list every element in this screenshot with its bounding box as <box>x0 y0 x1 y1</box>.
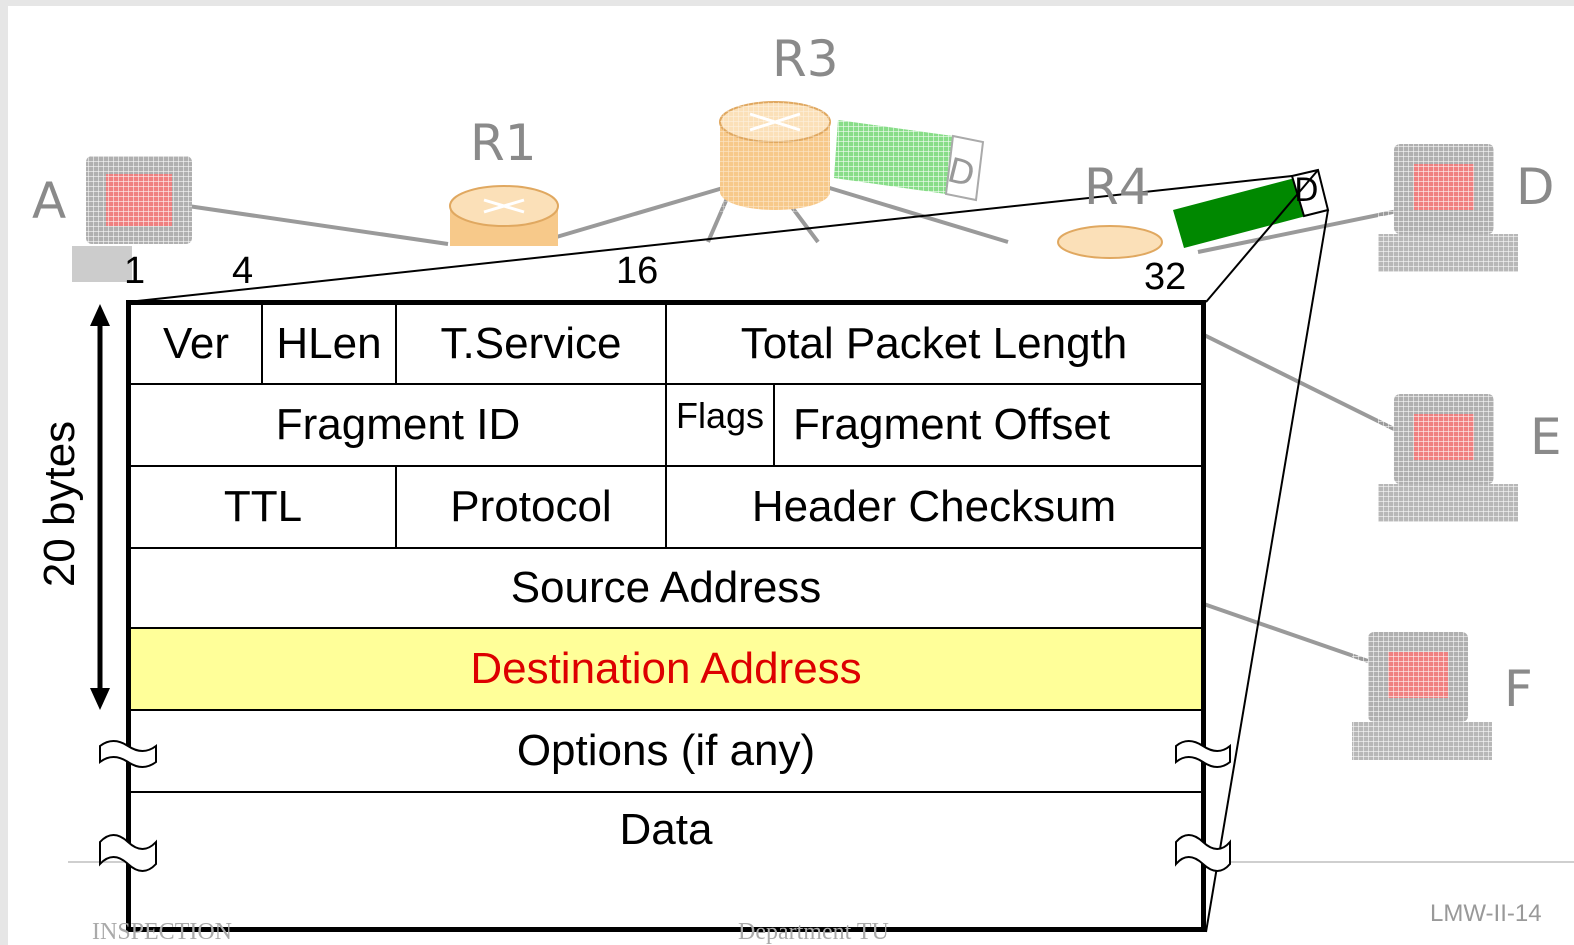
bit-position-1: 1 <box>124 250 146 292</box>
field-flags: Flags <box>667 385 775 467</box>
field-total-length: Total Packet Length <box>667 305 1201 385</box>
host-f-label: F <box>1504 660 1533 718</box>
field-header-checksum: Header Checksum <box>667 467 1201 549</box>
bit-position-4: 4 <box>232 250 254 292</box>
router-r1-label: R1 <box>470 114 537 172</box>
size-arrow <box>90 304 110 710</box>
host-e-computer-icon <box>1378 394 1518 522</box>
bit-position-16: 16 <box>616 250 659 292</box>
router-r4-label: R4 <box>1084 158 1151 216</box>
slide: A R1 R3 R4 D E F D D 1 4 16 32 20 bytes … <box>8 6 1574 945</box>
faded-packet-icon <box>834 120 985 202</box>
field-data: Data <box>619 805 713 854</box>
host-e-label: E <box>1530 408 1562 466</box>
router-r3-icon <box>719 101 831 212</box>
field-type-of-service: T.Service <box>397 305 667 385</box>
host-d-computer-icon <box>1378 144 1518 272</box>
packet-tag: D <box>1294 171 1319 209</box>
field-fragment-id: Fragment ID <box>131 385 667 467</box>
router-r3-label: R3 <box>772 30 839 88</box>
ip-header-table: Ver HLen T.Service Total Packet Length F… <box>126 300 1206 932</box>
network-background <box>68 101 1574 933</box>
field-destination-address: Destination Address <box>131 629 1201 711</box>
field-ttl: TTL <box>131 467 397 549</box>
field-version: Ver <box>131 305 263 385</box>
break-mark-left-data <box>99 834 157 872</box>
host-d-label: D <box>1516 158 1555 216</box>
break-mark-right-options <box>1175 740 1231 768</box>
slide-code: LMW-II-14 <box>1430 900 1542 927</box>
break-mark-left-options <box>99 740 157 768</box>
break-mark-right-data <box>1175 834 1231 872</box>
footer-left-text: INSPECTION <box>92 919 233 945</box>
host-a-computer-icon <box>72 156 192 282</box>
break-marks <box>99 740 1231 872</box>
footer-mid-text: Department TU <box>738 919 889 945</box>
zoom-lines <box>127 169 1329 933</box>
field-header-length: HLen <box>263 305 397 385</box>
host-f-computer-icon <box>1352 632 1492 760</box>
field-protocol: Protocol <box>397 467 667 549</box>
router-r4-icon <box>1057 225 1163 259</box>
field-options: Options (if any) <box>131 711 1201 793</box>
field-fragment-offset: Fragment Offset <box>775 385 1201 467</box>
host-a-label: A <box>32 172 67 230</box>
bit-position-32: 32 <box>1144 256 1187 298</box>
field-source-address: Source Address <box>131 549 1201 629</box>
router-r1-icon <box>449 185 559 246</box>
